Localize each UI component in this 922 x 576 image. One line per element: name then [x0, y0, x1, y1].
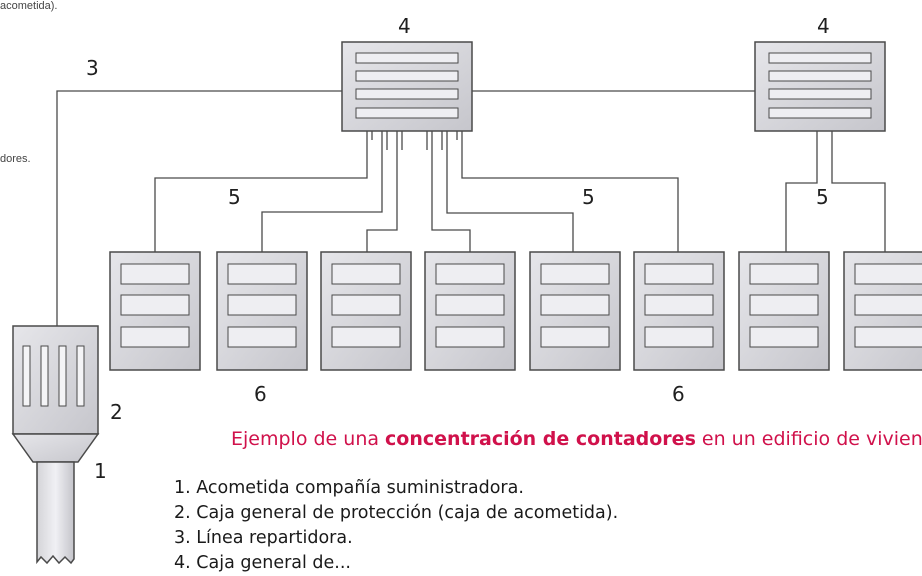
label-meters-right: 6	[672, 382, 685, 406]
meter-cabinet	[109, 251, 201, 371]
service-cable	[36, 461, 75, 565]
label-panel-right: 4	[817, 14, 830, 38]
branch-line	[785, 131, 818, 252]
meter-cabinet	[633, 251, 725, 371]
legend-list: 1. Acometida compañía suministradora. 2.…	[174, 476, 618, 576]
caption-prefix: Ejemplo de una	[231, 428, 386, 450]
riser-line	[56, 90, 342, 326]
label-branch-right: 5	[816, 185, 829, 209]
distribution-panels	[341, 41, 886, 132]
diagram-caption: Ejemplo de una concentración de contador…	[231, 428, 922, 450]
meter-cabinets	[109, 251, 922, 371]
wiring	[56, 90, 886, 326]
branch-line	[154, 131, 368, 252]
cropped-text-fragment: acometida).	[0, 0, 58, 12]
main-protection-box	[11, 325, 100, 463]
label-main-box: 2	[110, 400, 123, 424]
meter-cabinet	[424, 251, 516, 371]
label-meters-left: 6	[254, 382, 267, 406]
meter-cabinet	[529, 251, 621, 371]
legend-item: 3. Línea repartidora.	[174, 528, 353, 548]
branch-line	[261, 131, 383, 252]
cropped-text-fragment-2: dores.	[0, 153, 31, 165]
meter-cabinet	[320, 251, 412, 371]
branch-line	[446, 131, 574, 252]
legend-item: 4. Caja general de...	[174, 553, 351, 573]
label-panel-left: 4	[398, 14, 411, 38]
distribution-panel	[754, 41, 886, 132]
branch-line	[366, 131, 398, 252]
legend-item: 2. Caja general de protección (caja de a…	[174, 503, 619, 523]
label-branch-left: 5	[228, 185, 241, 209]
label-riser-line: 3	[86, 56, 99, 80]
caption-suffix: en un edificio de viviendas	[701, 428, 922, 450]
caption-highlight: concentración de contadores	[385, 428, 696, 450]
branch-line	[461, 131, 679, 252]
branch-line	[831, 131, 886, 252]
legend-item: 1. Acometida compañía suministradora.	[174, 478, 524, 498]
meter-cabinet	[216, 251, 308, 371]
meter-cabinet	[738, 251, 830, 371]
distribution-panel	[341, 41, 473, 132]
meter-cabinet	[843, 251, 922, 371]
label-service-cable: 1	[94, 459, 107, 483]
label-branch-middle: 5	[582, 185, 595, 209]
branch-line	[431, 131, 471, 252]
